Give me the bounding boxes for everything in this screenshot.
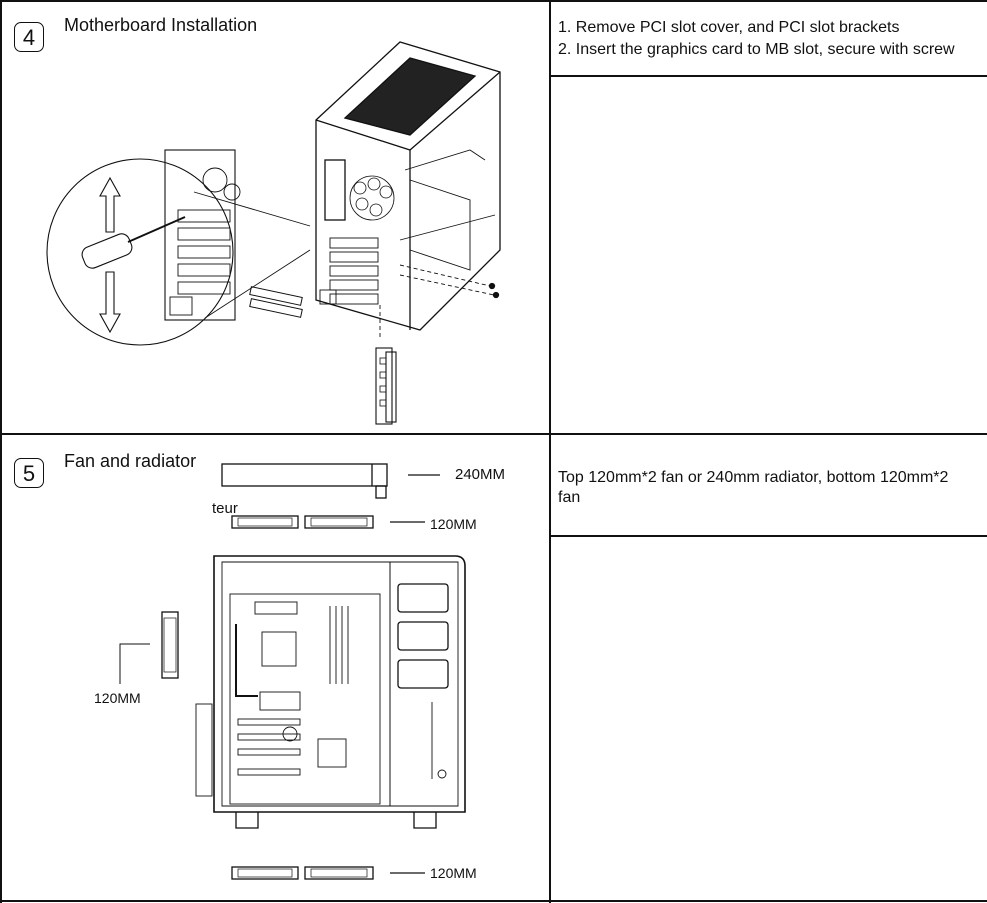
- pci-bracket-pieces: [249, 286, 303, 318]
- outer-border-top: [0, 0, 987, 2]
- gpu-installation-illustration: [46, 41, 501, 425]
- tick-mark: [549, 357, 551, 358]
- step-number-badge: 4: [14, 22, 44, 52]
- case-side-view: [195, 555, 466, 829]
- tick-mark: [549, 758, 551, 759]
- side-fan-size-label: 120MM: [94, 690, 141, 706]
- instruction-line: 2. Insert the graphics card to MB slot, …: [558, 41, 955, 58]
- instr-divider-step5: [549, 535, 987, 537]
- top-fan-size-label: 120MM: [430, 516, 477, 532]
- tick-mark: [549, 177, 551, 178]
- fan-icon: [161, 611, 179, 679]
- tick-mark: [549, 652, 551, 653]
- fan-radiator-illustration: [119, 463, 466, 880]
- arrow-up-icon: [99, 176, 121, 233]
- step-title: Fan and radiator: [64, 451, 197, 471]
- detail-magnifier: [46, 149, 311, 346]
- instruction-line: 1. Remove PCI slot cover, and PCI slot b…: [558, 19, 900, 36]
- screw-icons: [488, 282, 500, 299]
- radiator-icon: [221, 463, 388, 499]
- step-title: Motherboard Installation: [64, 15, 258, 35]
- outer-border-left: [0, 0, 2, 903]
- pci-slot-bracket: [375, 347, 397, 425]
- instr-divider-step4: [549, 75, 987, 77]
- fan-icon: [231, 866, 374, 880]
- fan-icon: [231, 515, 374, 529]
- arrow-down-icon: [99, 271, 121, 334]
- row-divider: [0, 433, 987, 435]
- instruction-line: Top 120mm*2 fan or 240mm radiator, botto…: [558, 469, 949, 506]
- tick-mark: [549, 282, 551, 283]
- radiator-size-label: 240MM: [455, 466, 506, 483]
- screwdriver-icon: [81, 216, 186, 269]
- pc-case-drawing: [315, 41, 501, 340]
- stray-text: teur: [212, 500, 238, 517]
- motherboard-drawing: [229, 593, 381, 805]
- bottom-border: [0, 900, 987, 902]
- step-number-badge: 5: [14, 458, 44, 488]
- column-divider: [549, 0, 551, 903]
- bottom-fan-size-label: 120MM: [430, 865, 477, 881]
